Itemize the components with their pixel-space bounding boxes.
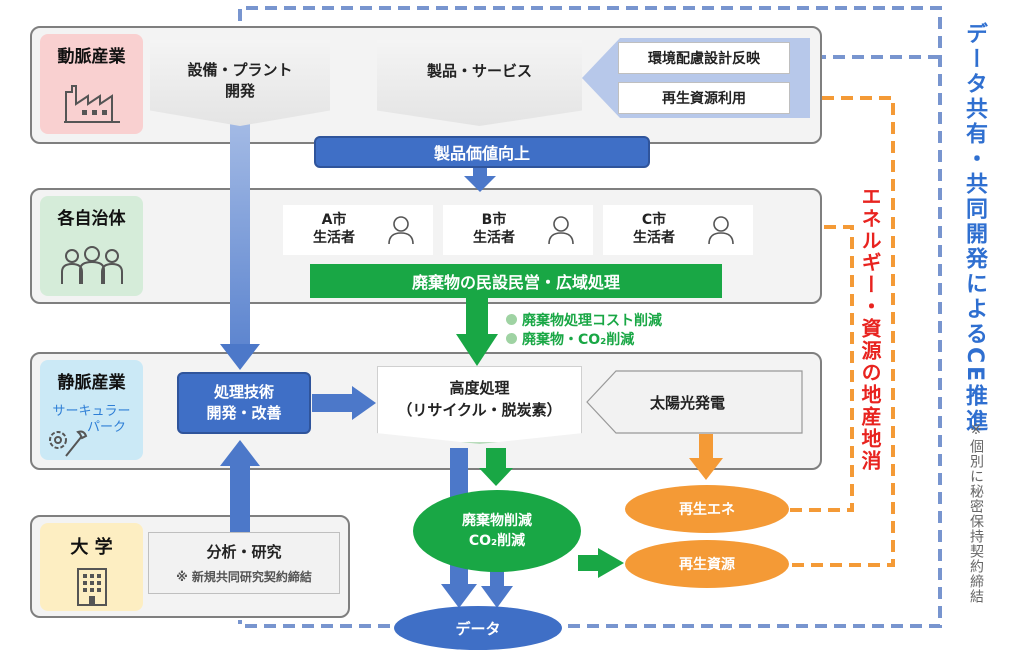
arrow-plant-down-shaft (230, 110, 250, 348)
arrow-waste-down-shaft (466, 298, 488, 338)
eco-design-label: 環境配慮設計反映 (648, 51, 760, 67)
veins-sublabel-line1: サーキュラー (52, 404, 131, 419)
building-icon (77, 568, 107, 606)
side-data-text: データ共有・共同開発によるCE推進 (962, 22, 987, 435)
arrow-plant-down-head (220, 344, 260, 370)
research-label: 分析・研究 (206, 543, 282, 561)
waste-processing-bar: 廃棄物の民設民営・広域処理 (310, 264, 722, 298)
waste-processing-label: 廃棄物の民設民営・広域処理 (411, 273, 620, 292)
arrow-waste-down-head (456, 334, 498, 366)
benefit-text-1: 廃棄物処理コスト削減 (522, 313, 662, 329)
city-a-role: 生活者 (313, 230, 355, 246)
city-c-card: C市生活者 (603, 205, 753, 255)
arrow-reduction-right-head (598, 548, 624, 578)
solar-label: 太陽光発電 (650, 394, 726, 412)
reduction-line2: CO₂削減 (468, 533, 526, 549)
municipalities-label-box: 各自治体 (40, 196, 143, 296)
bullet-dot-icon (506, 333, 517, 344)
university-label: 大 学 (70, 537, 113, 558)
arrow-reduction-blue-head (481, 586, 513, 608)
arrow-adv-green-head (479, 468, 513, 486)
arrow-reduction-right-shaft (578, 555, 602, 571)
arrow-valueup-down-head (464, 176, 496, 192)
products-label: 製品・サービス (426, 62, 532, 80)
gear-wrench-icon (49, 430, 88, 457)
arrow-adv-blue-head (441, 584, 477, 608)
city-a-name: A市 (321, 212, 347, 228)
people-group-icon (61, 246, 123, 284)
resource-loop-line (792, 96, 895, 567)
person-icon (708, 216, 734, 245)
solar-chevron (586, 370, 803, 434)
renew-energy-label: 再生エネ (679, 502, 735, 518)
arteries-label: 動脈産業 (57, 47, 126, 67)
energy-loop-line (790, 225, 854, 512)
data-oval: データ (394, 606, 562, 650)
arrow-solar-down-head (689, 458, 723, 480)
eco-design-box: 環境配慮設計反映 (618, 42, 790, 74)
recycled-use-label: 再生資源利用 (662, 91, 746, 107)
plant-dev-node: 設備・プラント 開発 (150, 40, 330, 126)
city-c-role: 生活者 (633, 230, 675, 246)
tech-dev-box: 処理技術 開発・改善 (177, 372, 311, 434)
municipalities-label: 各自治体 (57, 209, 126, 229)
renew-resource-label: 再生資源 (679, 557, 735, 573)
city-c-name: C市 (641, 212, 667, 228)
factory-icon (64, 85, 120, 123)
veins-label: 静脈産業 (57, 373, 126, 393)
data-label: データ (455, 619, 501, 638)
advanced-node: 高度処理 （リサイクル・脱炭素） (377, 366, 582, 444)
benefit-item-2: 廃棄物・CO₂削減 (506, 331, 662, 350)
products-node: 製品・サービス (377, 40, 582, 126)
value-up-bar: 製品価値向上 (314, 136, 650, 168)
reduction-oval: 廃棄物削減 CO₂削減 (413, 490, 581, 572)
benefits-list: 廃棄物処理コスト削減 廃棄物・CO₂削減 (506, 312, 662, 350)
person-icon (388, 216, 414, 245)
arrow-adv-green-shaft (486, 448, 506, 470)
renew-resource-oval: 再生資源 (625, 540, 789, 588)
person-icon (548, 216, 574, 245)
city-b-name: B市 (481, 212, 507, 228)
advanced-line1: 高度処理 (449, 379, 510, 397)
benefit-item-1: 廃棄物処理コスト削減 (506, 312, 662, 331)
city-b-role: 生活者 (473, 230, 515, 246)
side-note-text: ※個別に秘密保持契約締結 (968, 422, 984, 604)
benefit-text-2: 廃棄物・CO₂削減 (522, 332, 635, 348)
contract-note: ※ 新規共同研究契約締結 (176, 570, 312, 584)
bullet-dot-icon (506, 314, 517, 325)
veins-label-box: 静脈産業 サーキュラー パーク (40, 360, 143, 460)
city-b-card: B市生活者 (443, 205, 593, 255)
arteries-label-box: 動脈産業 (40, 34, 143, 134)
reduction-line1: 廃棄物削減 (462, 513, 532, 529)
plant-dev-line2: 開発 (224, 82, 255, 100)
university-label-box: 大 学 (40, 523, 143, 611)
tech-dev-line1: 処理技術 (213, 383, 274, 401)
city-a-card: A市生活者 (283, 205, 433, 255)
arrow-research-up-head (220, 440, 260, 466)
tech-dev-line2: 開発・改善 (206, 404, 282, 422)
veins-sublabel: サーキュラー パーク (40, 404, 143, 436)
arrow-tech-right-head (352, 386, 376, 420)
plant-dev-line1: 設備・プラント (187, 61, 293, 79)
arrow-research-up-shaft (230, 462, 250, 542)
advanced-line2: （リサイクル・脱炭素） (397, 401, 562, 419)
data-loop-line (238, 6, 942, 628)
value-up-label: 製品価値向上 (433, 144, 530, 163)
research-box: 分析・研究 ※ 新規共同研究契約締結 (148, 532, 340, 594)
side-energy-text: エネルギー・資源の地産地消 (856, 186, 885, 472)
veins-sublabel-line2: パーク (86, 420, 126, 435)
arrow-solar-down-shaft (699, 434, 713, 462)
arrow-tech-right-shaft (312, 394, 356, 412)
recycled-use-box: 再生資源利用 (618, 82, 790, 114)
renew-energy-oval: 再生エネ (625, 485, 789, 533)
